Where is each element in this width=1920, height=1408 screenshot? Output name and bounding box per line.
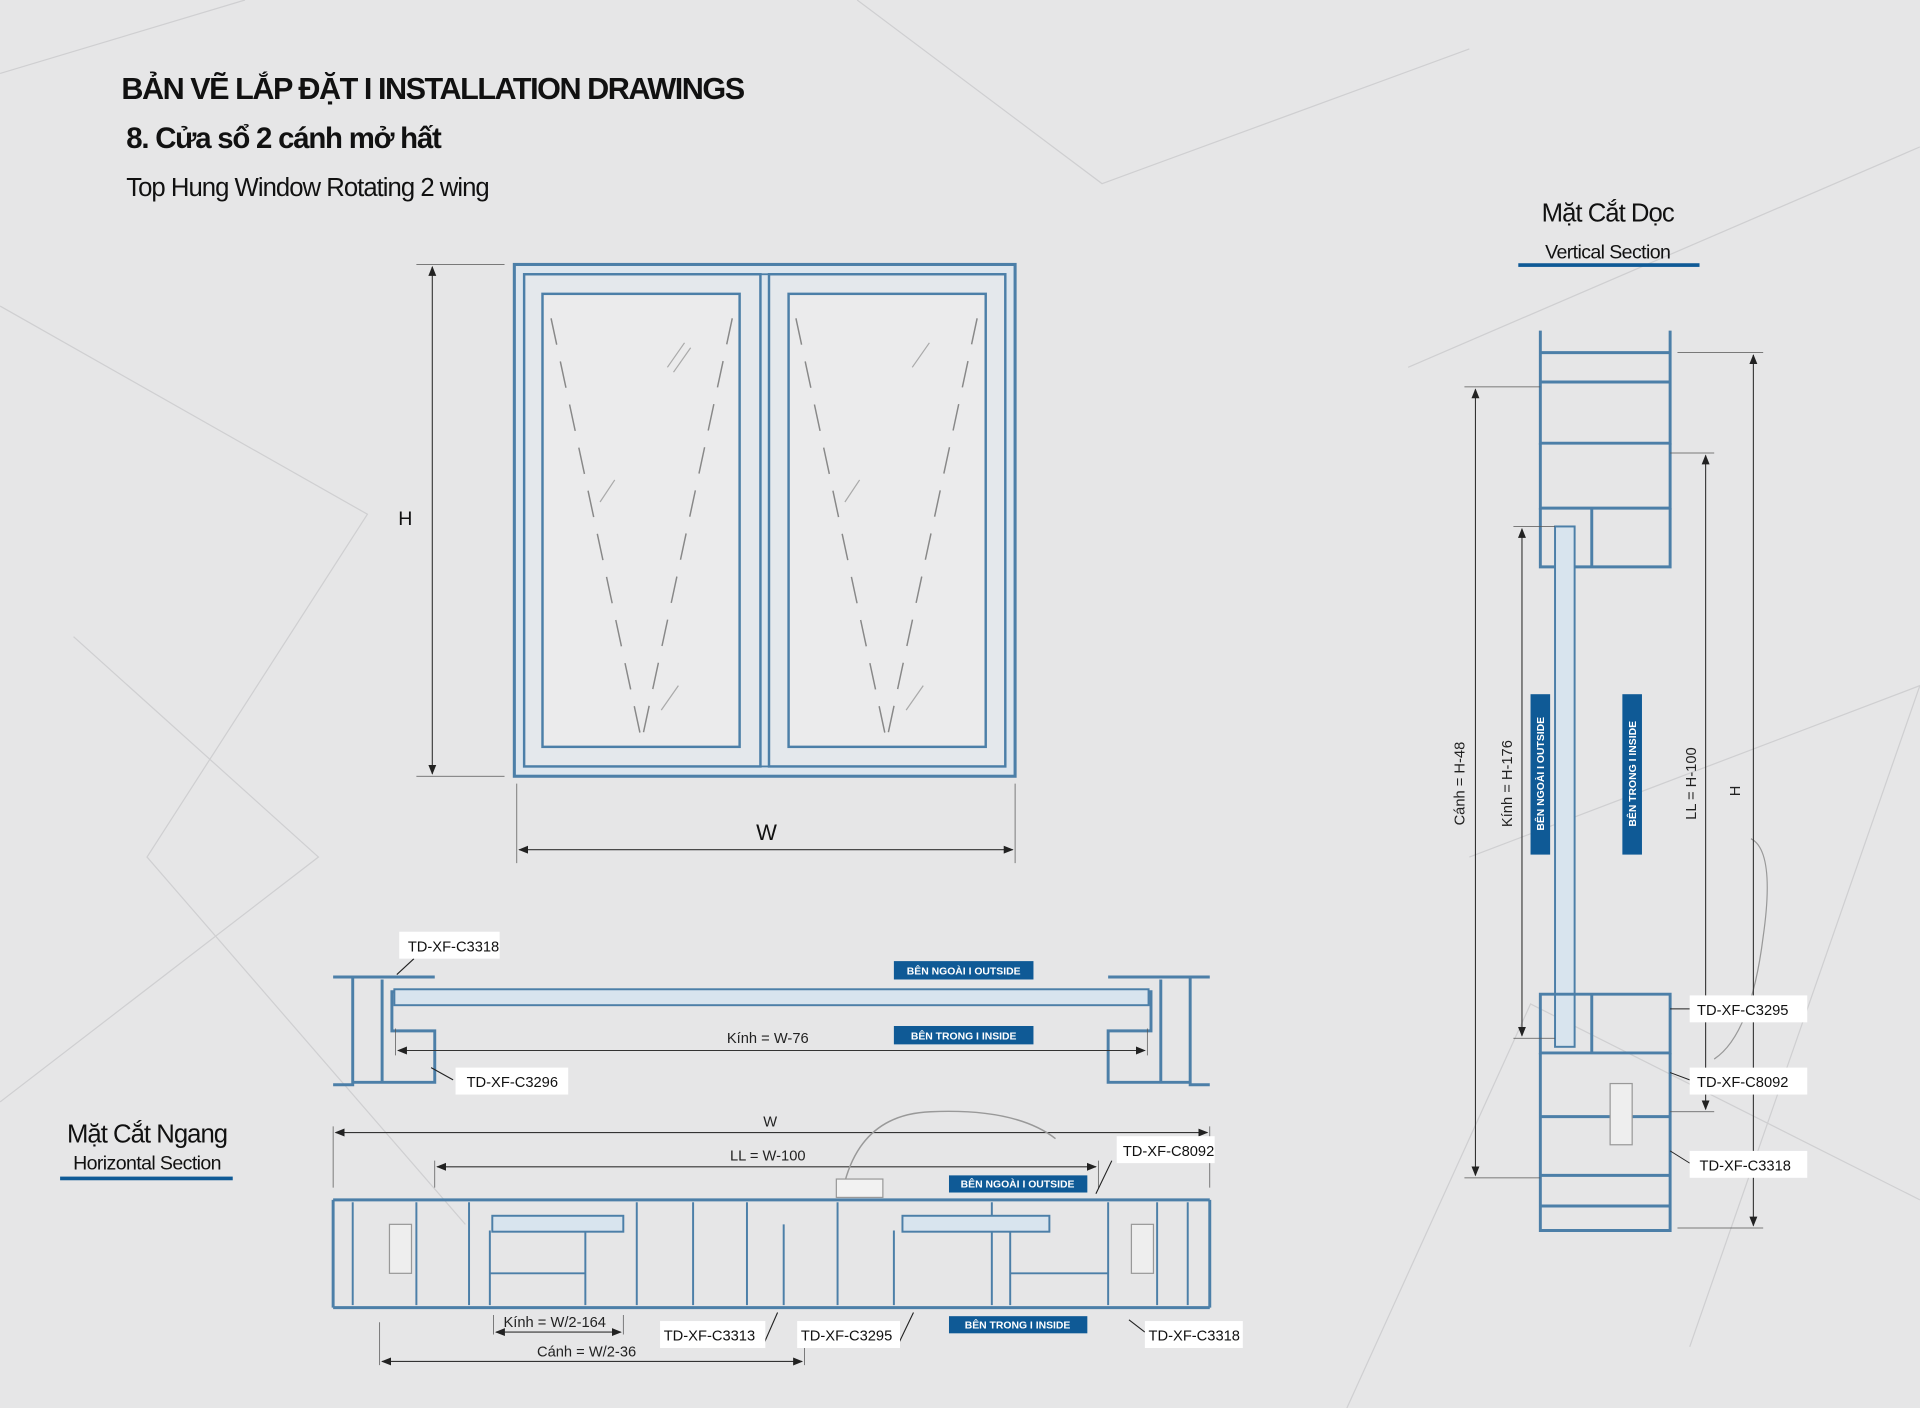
horizontal-clear-dim: LL = W-100 — [730, 1149, 806, 1165]
vertical-code-tags: TD-XF-C3295 TD-XF-C8092 TD-XF-C3318 — [1669, 995, 1808, 1178]
code-tag: TD-XF-C8092 — [1697, 1075, 1788, 1091]
horizontal-section-underline — [60, 1176, 233, 1181]
code-tag: TD-XF-C3313 — [664, 1329, 755, 1345]
horizontal-glass-dim: Kính = W-76 — [727, 1031, 809, 1047]
horizontal-section-opening — [331, 1110, 1212, 1366]
horizontal-top-outside-badge: BÊN NGOÀI I OUTSIDE — [893, 961, 1034, 980]
horizontal-leaf-glass-dim: Kính = W/2-164 — [504, 1315, 606, 1331]
svg-text:BÊN TRONG I INSIDE: BÊN TRONG I INSIDE — [911, 1029, 1017, 1042]
horizontal-code-tags: TD-XF-C8092 TD-XF-C3313 TD-XF-C3295 TD-X… — [660, 1136, 1243, 1349]
vertical-section-title-en: Vertical Section — [1545, 241, 1670, 263]
svg-text:BÊN TRONG I INSIDE: BÊN TRONG I INSIDE — [1626, 721, 1639, 827]
code-tag: TD-XF-C3295 — [801, 1329, 892, 1345]
horizontal-leaf-sash-dim: Cánh = W/2-36 — [537, 1345, 636, 1361]
elevation-height-label: H — [398, 508, 412, 530]
vertical-outside-badge: BÊN NGOÀI I OUTSIDE — [1530, 694, 1551, 855]
vertical-height-dim: H — [1728, 786, 1744, 797]
vertical-inside-badge: BÊN TRONG I INSIDE — [1622, 694, 1642, 855]
vertical-clear-dim: LL = H-100 — [1684, 747, 1700, 820]
code-tag: TD-XF-C3318 — [1700, 1158, 1791, 1174]
vertical-sash-dim: Cánh = H-48 — [1452, 742, 1468, 826]
horizontal-bottom-inside-badge: BÊN TRONG I INSIDE — [948, 1316, 1088, 1334]
vertical-section-profile — [1464, 330, 1768, 1232]
code-tag: TD-XF-C8092 — [1123, 1144, 1214, 1160]
section-title-vi: 8. Cửa sổ 2 cánh mở hất — [126, 122, 442, 155]
code-tag-bg — [455, 1067, 569, 1095]
horizontal-top-inside-badge: BÊN TRONG I INSIDE — [893, 1026, 1034, 1045]
page-title: BẢN VẼ LẮP ĐẶT I INSTALLATION DRAWINGS — [121, 70, 744, 106]
code-tag: TD-XF-C3318 — [408, 939, 499, 955]
horizontal-section-fixed — [333, 958, 1210, 1087]
horizontal-section-title-vi: Mặt Cắt Ngang — [67, 1119, 227, 1148]
svg-text:BÊN NGOÀI I OUTSIDE: BÊN NGOÀI I OUTSIDE — [907, 965, 1021, 978]
svg-text:BÊN TRONG I INSIDE: BÊN TRONG I INSIDE — [965, 1318, 1071, 1331]
svg-text:BÊN NGOÀI I OUTSIDE: BÊN NGOÀI I OUTSIDE — [1534, 717, 1547, 831]
vertical-section-title-vi: Mặt Cắt Dọc — [1542, 199, 1675, 228]
vertical-glass-dim: Kính = H-176 — [1500, 740, 1516, 827]
svg-text:BÊN NGOÀI I OUTSIDE: BÊN NGOÀI I OUTSIDE — [961, 1178, 1075, 1191]
horizontal-width-dim: W — [763, 1114, 777, 1130]
vertical-section-underline — [1518, 263, 1700, 267]
code-tag: TD-XF-C3295 — [1697, 1003, 1788, 1019]
horizontal-bottom-outside-badge: BÊN NGOÀI I OUTSIDE — [948, 1175, 1088, 1193]
code-tag: TD-XF-C3318 — [1149, 1329, 1240, 1345]
code-tag-bg — [399, 931, 500, 959]
code-tag: TD-XF-C3296 — [467, 1075, 558, 1091]
elevation-width-label: W — [756, 820, 777, 845]
horizontal-section-title-en: Horizontal Section — [73, 1152, 221, 1174]
window-elevation — [416, 262, 1017, 864]
section-title-en: Top Hung Window Rotating 2 wing — [126, 174, 489, 202]
